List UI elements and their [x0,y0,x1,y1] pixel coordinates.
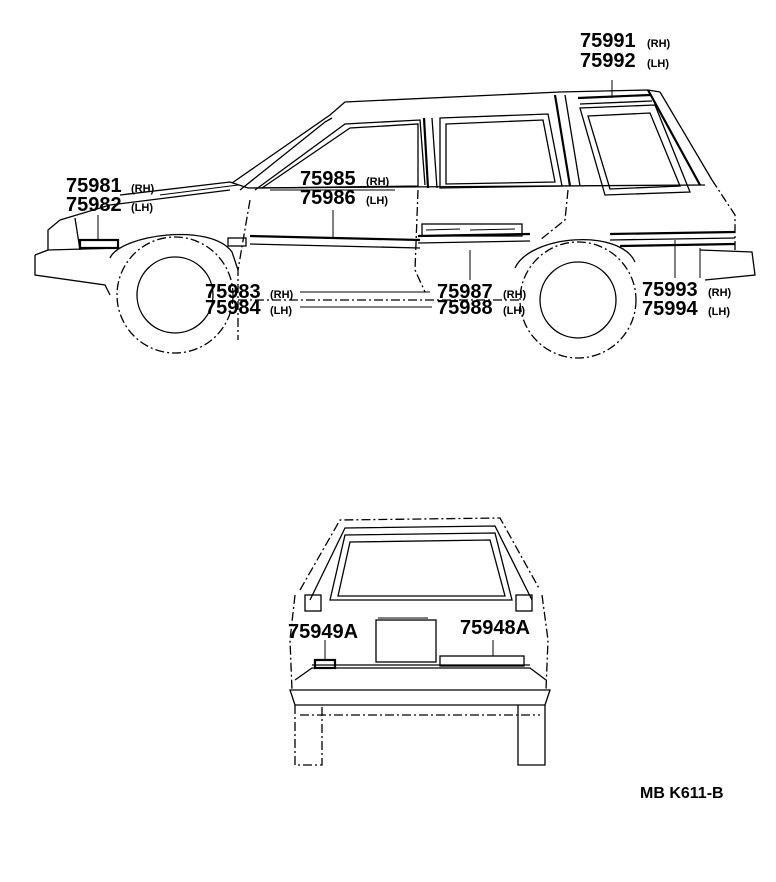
part-number-75982: 75982 [66,194,122,216]
side-lh-75986: (LH) [366,195,388,207]
leader-lines-rear [324,617,494,660]
side-lh-75988: (LH) [503,305,525,317]
side-rh-75981: (RH) [131,183,155,195]
rear-view-vehicle [289,517,551,766]
part-number-75988: 75988 [437,297,493,319]
side-rh-75987: (RH) [503,289,527,301]
diagram-code: MB K611-B [640,785,724,802]
side-rh-75991: (RH) [647,38,671,50]
part-number-75994: 75994 [642,298,698,320]
side-lh-75992: (LH) [647,58,669,70]
part-number-75949a: 75949A [288,621,358,643]
side-lh-75984: (LH) [270,305,292,317]
part-number-75985: 75985 [300,168,356,190]
side-view-vehicle [34,89,756,359]
side-rh-75983: (RH) [270,289,294,301]
part-labels: 75991 (RH) 75992 (LH) 75981 (RH) 75982 (… [66,30,732,802]
part-number-75981: 75981 [66,175,122,197]
part-number-75992: 75992 [580,50,636,72]
side-rh-75993: (RH) [708,287,732,299]
part-number-75993: 75993 [642,279,698,301]
leader-lines-side [97,80,701,308]
part-number-75984: 75984 [205,297,261,319]
part-number-75991: 75991 [580,30,636,52]
part-number-75983: 75983 [205,281,261,303]
side-rh-75985: (RH) [366,176,390,188]
part-number-75948a: 75948A [460,617,530,639]
side-lh-75982: (LH) [131,202,153,214]
part-number-75986: 75986 [300,187,356,209]
part-number-75987: 75987 [437,281,493,303]
side-lh-75994: (LH) [708,306,730,318]
